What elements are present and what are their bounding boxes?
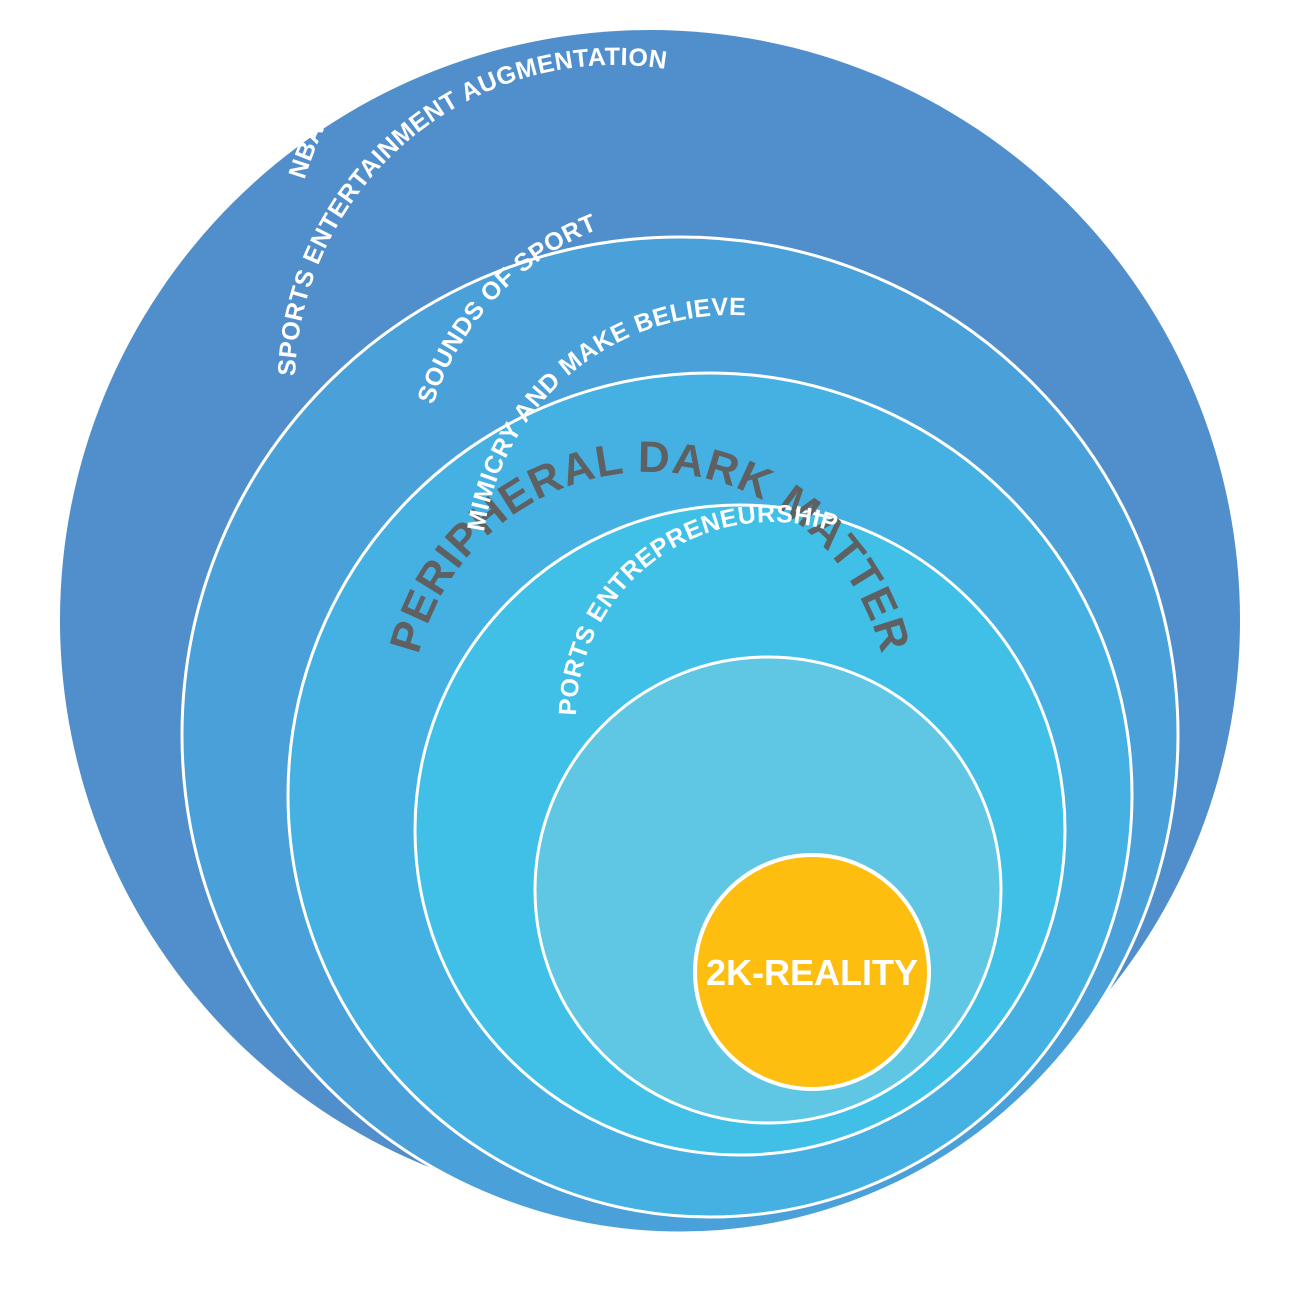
core-circle-2k-reality [693, 853, 931, 1091]
core-label: 2K-REALITY [706, 952, 918, 993]
